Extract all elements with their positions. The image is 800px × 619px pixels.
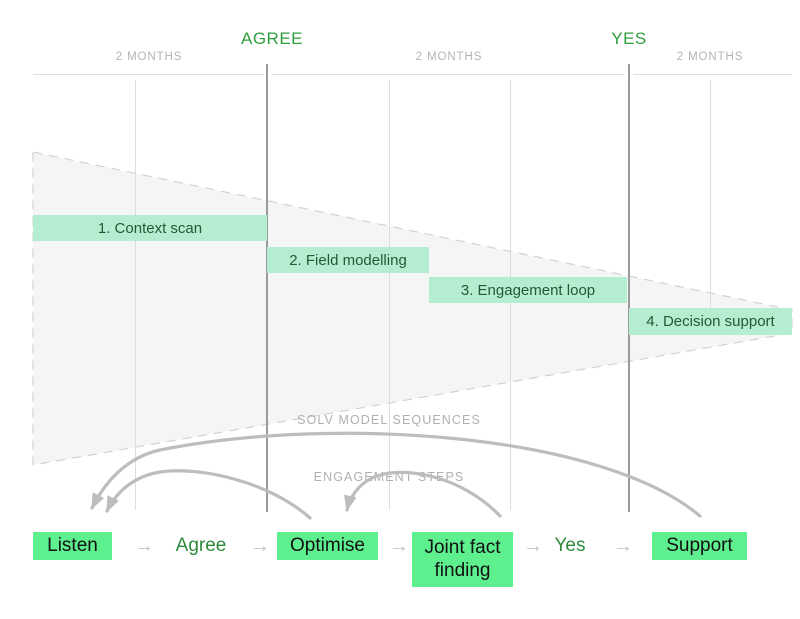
gridline-4 (710, 80, 711, 320)
axis-rule-segment-2 (271, 74, 625, 75)
milestone-yes: YES (611, 29, 647, 48)
divider-agree (266, 64, 268, 512)
step-arrow-5: → (613, 534, 633, 557)
duration-label-3: 2 MONTHS (676, 51, 744, 63)
phase-bar-decision-support[interactable]: 4. Decision support (629, 308, 792, 335)
step-arrow-4: → (523, 534, 543, 557)
label-solv-model-sequences: SOLV MODEL SEQUENCES (297, 413, 481, 427)
step-arrow-2: → (250, 534, 270, 557)
axis-rule-segment-1 (33, 74, 264, 75)
step-box-support[interactable]: Support (652, 532, 747, 560)
duration-label-1: 2 MONTHS (115, 51, 183, 63)
phase-bar-context-scan[interactable]: 1. Context scan (33, 215, 267, 241)
phase-bar-engagement-loop[interactable]: 3. Engagement loop (429, 277, 627, 303)
step-box-optimise[interactable]: Optimise (277, 532, 378, 560)
divider-yes (628, 64, 630, 512)
gridline-1 (135, 80, 136, 510)
duration-label-2: 2 MONTHS (415, 51, 483, 63)
step-text-agree[interactable]: Agree (175, 535, 227, 556)
gridline-2 (389, 80, 390, 510)
step-arrow-3: → (389, 534, 409, 557)
step-text-yes[interactable]: Yes (554, 535, 586, 556)
milestone-agree: AGREE (240, 29, 304, 48)
step-box-listen[interactable]: Listen (33, 532, 112, 560)
step-box-joint-fact-finding[interactable]: Joint fact finding (412, 532, 513, 587)
step-arrow-1: → (134, 534, 154, 557)
phase-bar-field-modelling[interactable]: 2. Field modelling (267, 247, 429, 273)
axis-rule-segment-3 (633, 74, 792, 75)
arc-engagement-steps-right (344, 470, 502, 518)
arc-engagement-steps-left (105, 469, 312, 520)
arc-solv-model-sequences (90, 431, 702, 518)
